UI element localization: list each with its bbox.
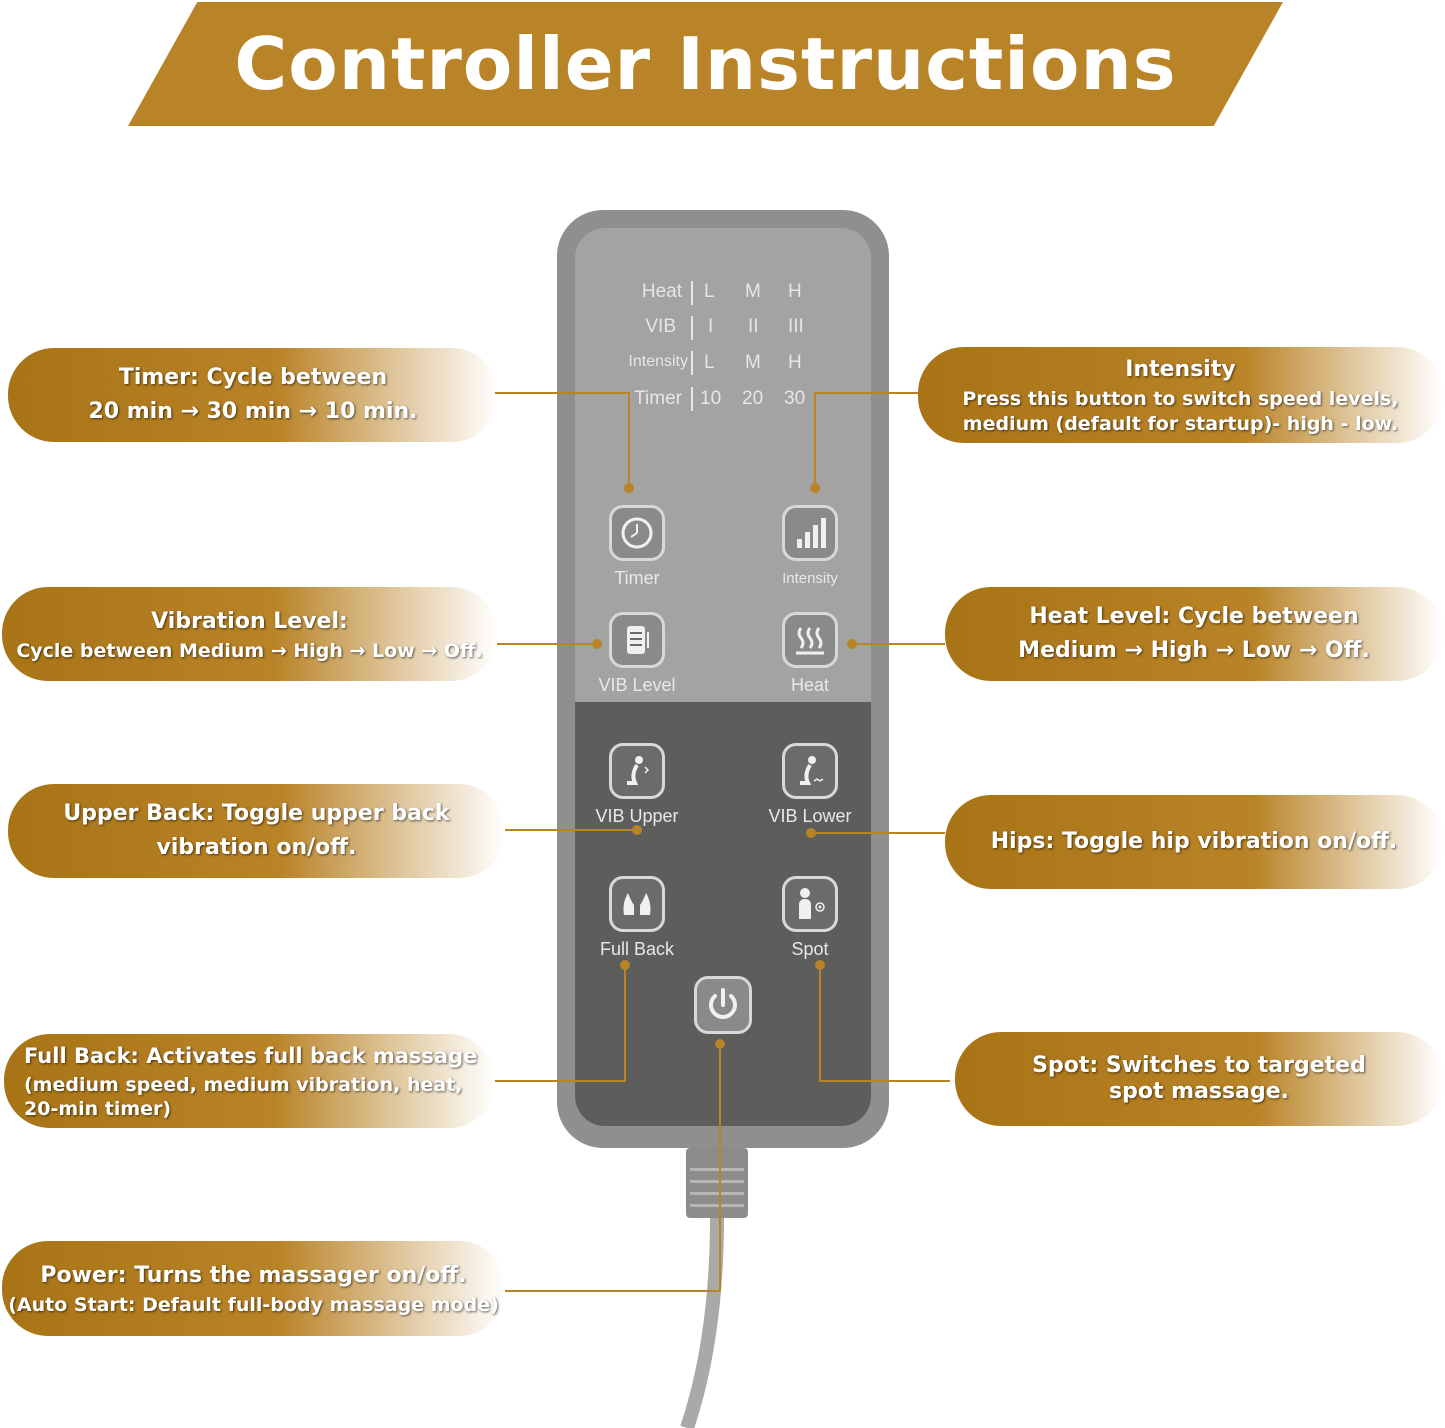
timer-button-label: Timer xyxy=(614,568,660,588)
indicator-value: L xyxy=(704,352,715,373)
power-icon xyxy=(709,988,737,1019)
seated-lower-icon xyxy=(800,756,824,785)
timer-callout-body: 20 min → 30 min → 10 min. xyxy=(88,399,418,424)
cable-rib xyxy=(690,1180,744,1183)
hands-icon xyxy=(623,893,651,915)
intensity-button-label: Intensity xyxy=(782,570,838,587)
vib-lower-button-label: VIB Lower xyxy=(768,806,852,826)
indicator-label-timer: Timer xyxy=(634,388,682,409)
intensity-callout-heading: Intensity xyxy=(1125,357,1236,383)
indicator-value: III xyxy=(788,316,804,337)
intensity-callout-body-2: medium (default for startup)- high - low… xyxy=(962,413,1399,436)
power-button[interactable] xyxy=(694,976,752,1034)
hips-callout: Hips: Toggle hip vibration on/off. xyxy=(945,795,1443,889)
power-cable-strain-relief xyxy=(686,1148,748,1218)
indicator-separator xyxy=(691,387,693,411)
indicator-value: M xyxy=(745,352,761,373)
vibration-callout-heading: Vibration Level: xyxy=(151,608,348,634)
indicator-value: 10 xyxy=(700,388,722,409)
power-callout: Power: Turns the massager on/off. (Auto … xyxy=(2,1241,505,1336)
vib-level-button-label: VIB Level xyxy=(598,675,676,695)
vibration-callout-body: Cycle between Medium → High → Low → Off. xyxy=(16,639,483,662)
vibration-callout: Vibration Level: Cycle between Medium → … xyxy=(2,587,497,681)
upper-back-callout: Upper Back: Toggle upper back vibration … xyxy=(8,784,505,878)
full-back-button-label: Full Back xyxy=(599,939,675,959)
heat-button[interactable] xyxy=(782,612,838,668)
cable-rib xyxy=(690,1204,744,1207)
intensity-button[interactable] xyxy=(782,505,838,561)
intensity-callout: Intensity Press this button to switch sp… xyxy=(918,347,1443,443)
heat-callout: Heat Level: Cycle between Medium → High … xyxy=(945,587,1443,681)
spot-callout-body: spot massage. xyxy=(1109,1079,1289,1104)
heat-callout-body: Medium → High → Low → Off. xyxy=(1018,638,1370,663)
page-title: Controller Instructions xyxy=(234,22,1177,106)
indicator-separator xyxy=(691,281,693,305)
indicator-separator xyxy=(691,351,693,375)
intensity-callout-body-1: Press this button to switch speed levels… xyxy=(962,388,1399,411)
title-banner: Controller Instructions xyxy=(128,2,1283,126)
indicator-label-intensity: Intensity xyxy=(628,353,688,370)
spot-button[interactable] xyxy=(782,876,838,932)
power-callout-body: (Auto Start: Default full-body massage m… xyxy=(8,1294,499,1317)
vib-lower-button[interactable] xyxy=(782,743,838,799)
vibration-icon xyxy=(627,626,649,654)
indicator-label-vib: VIB xyxy=(645,316,676,337)
indicator-value: I xyxy=(708,316,714,337)
indicator-value: M xyxy=(745,281,761,302)
full-back-callout-heading: Full Back: Activates full back massage xyxy=(24,1044,478,1069)
spot-callout: Spot: Switches to targeted spot massage. xyxy=(955,1032,1443,1126)
timer-callout-heading: Timer: Cycle between xyxy=(118,364,388,390)
upper-back-callout-body: vibration on/off. xyxy=(156,835,357,860)
indicator-value: H xyxy=(788,281,802,302)
full-back-button[interactable] xyxy=(609,876,665,932)
indicator-value: 20 xyxy=(742,388,764,409)
heat-button-label: Heat xyxy=(790,675,830,695)
heat-callout-heading: Heat Level: Cycle between xyxy=(1029,603,1359,629)
hips-callout-heading: Hips: Toggle hip vibration on/off. xyxy=(990,828,1398,854)
upper-back-callout-heading: Upper Back: Toggle upper back xyxy=(63,800,450,826)
timer-button[interactable] xyxy=(609,505,665,561)
signal-bars-icon xyxy=(797,518,826,548)
full-back-callout: Full Back: Activates full back massage (… xyxy=(4,1034,495,1128)
timer-callout: Timer: Cycle between 20 min → 30 min → 1… xyxy=(8,348,498,442)
indicator-value: H xyxy=(788,352,802,373)
indicator-value: L xyxy=(704,281,715,302)
indicator-label-heat: Heat xyxy=(641,281,682,302)
clock-icon xyxy=(621,517,653,549)
indicator-value: II xyxy=(748,316,759,337)
spot-button-label: Spot xyxy=(791,939,829,959)
spot-callout-heading: Spot: Switches to targeted xyxy=(1032,1052,1366,1078)
power-cable xyxy=(680,1217,724,1428)
heat-waves-icon xyxy=(796,627,824,655)
cable-rib xyxy=(690,1168,744,1171)
full-back-callout-body-1: (medium speed, medium vibration, heat, xyxy=(24,1073,463,1096)
seated-upper-icon xyxy=(627,756,650,785)
full-back-callout-body-2: 20-min timer) xyxy=(24,1098,172,1121)
vib-upper-button-label: VIB Upper xyxy=(595,806,679,826)
vib-upper-button[interactable] xyxy=(609,743,665,799)
indicator-value: 30 xyxy=(784,388,806,409)
vib-level-button[interactable] xyxy=(609,612,665,668)
spot-massage-icon xyxy=(799,888,825,919)
indicator-separator xyxy=(691,316,693,340)
cable-rib xyxy=(690,1192,744,1195)
power-callout-heading: Power: Turns the massager on/off. xyxy=(40,1263,467,1289)
